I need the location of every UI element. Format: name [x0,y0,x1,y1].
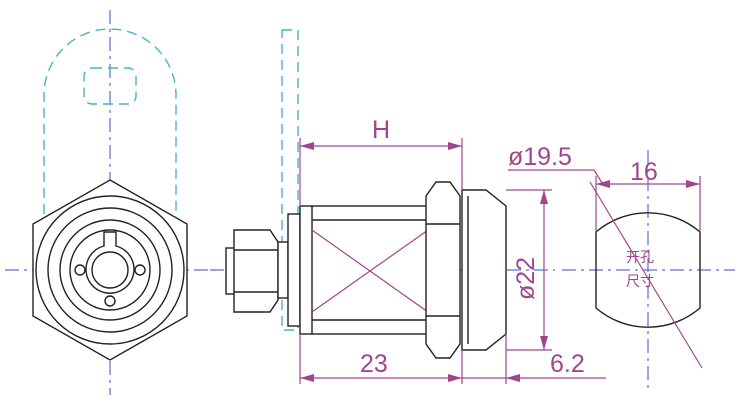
dim-22-arrow-bottom [540,336,548,350]
dimension-16: 16 [595,158,701,232]
thread-cross-2 [311,229,429,313]
dim-16-arrow-right [686,180,700,188]
body-circle-inner [59,219,161,321]
cutout-diagonal [589,181,703,369]
keyway [85,231,135,294]
dim-19-5-label: ø19.5 [508,143,572,171]
cam-arm-hidden-outline [43,28,177,230]
pin-hole-left [74,264,86,276]
dimension-6-2: 6.2 [462,334,606,384]
dim-22-arrow-top [540,190,548,204]
dimension-dia-19-5: ø19.5 [508,143,605,187]
side-view [210,29,555,359]
hole-note-line-1: 开孔 [626,250,654,266]
cutout-view: 开孔 尺寸 [562,150,735,390]
front-view [5,10,215,395]
dim-23-arrow-left [300,374,314,382]
cylinder-face [69,229,151,311]
cam-plate-hidden [281,29,299,331]
cam-plate [287,213,301,327]
dim-6-2-arrow-right [506,374,520,382]
dim-22-label: ø22 [512,257,540,300]
washer-circle [35,195,185,345]
mount-hex-nut [425,181,461,359]
cam-slot-hidden [83,67,137,105]
dim-6-2-label: 6.2 [550,350,585,378]
pin-hole-bottom [104,295,116,307]
dim-h-arrow-right [448,142,462,150]
key-hole [91,251,129,289]
dimension-h: H [299,116,463,206]
dim-23-label: 23 [360,350,388,378]
screw-nut [233,229,279,313]
dimension-23: 23 [299,334,463,384]
cutout-shape [595,212,701,328]
hole-note-line-2: 尺寸 [626,274,654,290]
dim-h-arrow-left [300,142,314,150]
dim-23-arrow-right [448,374,462,382]
threaded-body [299,205,429,335]
dimension-dia-22: ø22 [506,189,552,351]
dim-16-label: 16 [630,158,658,186]
dim-16-arrow-left [596,180,610,188]
pin-hole-right [134,264,146,276]
screw-washer [277,241,289,299]
dim-h-label: H [372,116,390,144]
body-circle-outer [47,207,173,333]
